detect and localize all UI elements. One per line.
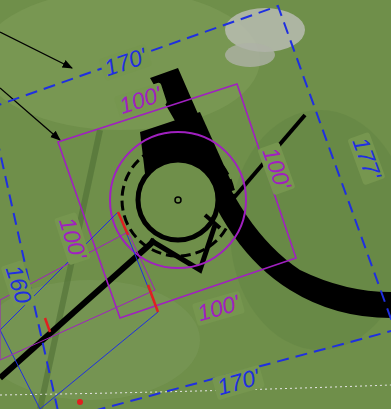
leader-line [0, 32, 72, 68]
leader-line [0, 88, 60, 140]
lease-area [58, 84, 296, 318]
cable-line [232, 115, 305, 200]
grass-patch [0, 0, 260, 130]
tower-center [175, 197, 181, 203]
tower-compound [138, 160, 218, 240]
fall-radius-circle [122, 144, 234, 256]
setback-circle [110, 132, 246, 268]
easement-marker [45, 318, 50, 332]
gate [205, 215, 220, 228]
easement-strip [0, 212, 158, 409]
easement-marker [148, 285, 158, 312]
parcel-boundary [0, 6, 391, 409]
gravel-patch [225, 43, 275, 67]
easement-marker [118, 212, 128, 235]
survey-point [77, 399, 83, 405]
